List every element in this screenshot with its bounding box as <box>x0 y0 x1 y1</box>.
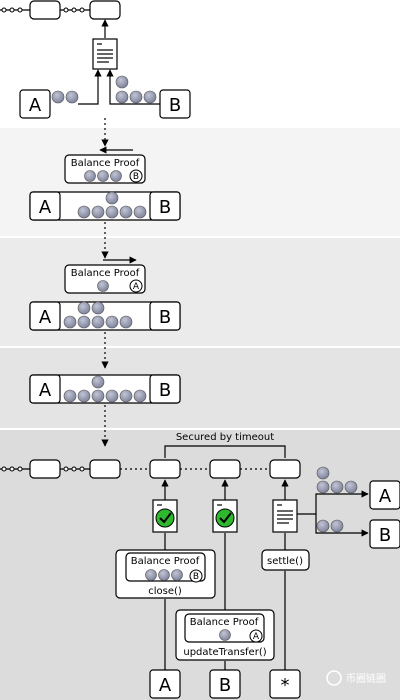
caller-b-box <box>209 669 241 699</box>
caller-a-box <box>149 669 181 699</box>
proof-coin <box>219 629 231 641</box>
proof-coin <box>97 280 109 292</box>
payout-party-a-box <box>369 480 400 510</box>
party-b-label: B <box>159 380 171 401</box>
settle-call-label: settle() <box>267 556 303 567</box>
close-call-label: close() <box>148 586 182 597</box>
signer-b-label: B <box>133 172 139 182</box>
check-icon <box>155 508 175 528</box>
proof-coins <box>145 569 183 581</box>
payout-party-b-box <box>369 519 400 549</box>
signer-b-badge <box>189 569 203 583</box>
party-a-label: A <box>39 380 52 401</box>
party-a-box <box>29 191 61 221</box>
stage-transfer-b: Balance Proof B A B <box>29 146 181 221</box>
contract-document-icon <box>92 38 118 70</box>
stage-settle: Secured by timeout <box>0 432 400 699</box>
block <box>269 459 301 479</box>
deposit-b-coins <box>115 75 157 104</box>
party-a-box <box>19 89 51 119</box>
balance-proof-title: Balance Proof <box>190 617 259 628</box>
signer-a-badge <box>249 629 263 643</box>
party-a-label: A <box>39 307 52 328</box>
party-a-label: A <box>379 486 392 507</box>
channel-coins <box>63 375 147 403</box>
payout-a-coins <box>316 466 358 494</box>
party-b-label: B <box>219 675 231 696</box>
signer-b-badge <box>129 169 143 183</box>
proof-coins <box>84 170 122 182</box>
balance-proof-title: Balance Proof <box>71 158 140 169</box>
watermark: 币圈链圈 <box>326 670 386 686</box>
channel-coins <box>63 301 133 329</box>
balance-proof-card <box>184 613 265 643</box>
signer-a-label: A <box>133 282 140 292</box>
block <box>89 0 121 20</box>
timeout-bracket <box>164 445 286 458</box>
balance-proof-title: Balance Proof <box>71 268 140 279</box>
block <box>89 459 121 479</box>
channel-coins <box>77 191 147 219</box>
watermark-text: 币圈链圈 <box>346 672 386 685</box>
caller-any-box <box>269 669 301 699</box>
deposit-a-coins <box>51 90 79 104</box>
block <box>29 0 61 20</box>
wechat-icon <box>326 670 342 686</box>
block <box>209 459 241 479</box>
chain-link-icon <box>1 7 23 13</box>
party-a-label: A <box>159 675 172 696</box>
chain-link-icon <box>1 466 23 472</box>
party-b-box <box>149 301 181 331</box>
signer-a-badge <box>129 279 143 293</box>
party-b-box <box>149 191 181 221</box>
timeout-label: Secured by timeout <box>176 432 274 443</box>
contract-document-icon <box>272 499 298 533</box>
signer-b-label: B <box>193 572 199 582</box>
party-b-label: B <box>169 95 181 116</box>
chain-link-icon <box>63 7 85 13</box>
caller-any-label: * <box>281 675 290 696</box>
signer-a-label: A <box>253 632 260 642</box>
stage-transfer-a: Balance Proof A A B <box>29 256 181 331</box>
party-b-box <box>159 89 191 119</box>
party-a-box <box>29 301 61 331</box>
party-a-box <box>29 374 61 404</box>
party-b-label: B <box>159 307 171 328</box>
update-call-label: updateTransfer() <box>183 647 266 658</box>
party-b-label: B <box>159 197 171 218</box>
payout-b-coins <box>316 519 344 533</box>
chain-link-icon <box>63 466 85 472</box>
party-b-label: B <box>379 525 391 546</box>
party-a-label: A <box>29 95 42 116</box>
party-a-label: A <box>39 197 52 218</box>
stage-open: A B <box>0 0 191 119</box>
check-icon <box>215 508 235 528</box>
stage-state: A B <box>29 374 181 404</box>
block <box>149 459 181 479</box>
party-b-box <box>149 374 181 404</box>
balance-proof-card <box>64 264 146 294</box>
balance-proof-title: Balance Proof <box>131 556 200 567</box>
block <box>29 459 61 479</box>
